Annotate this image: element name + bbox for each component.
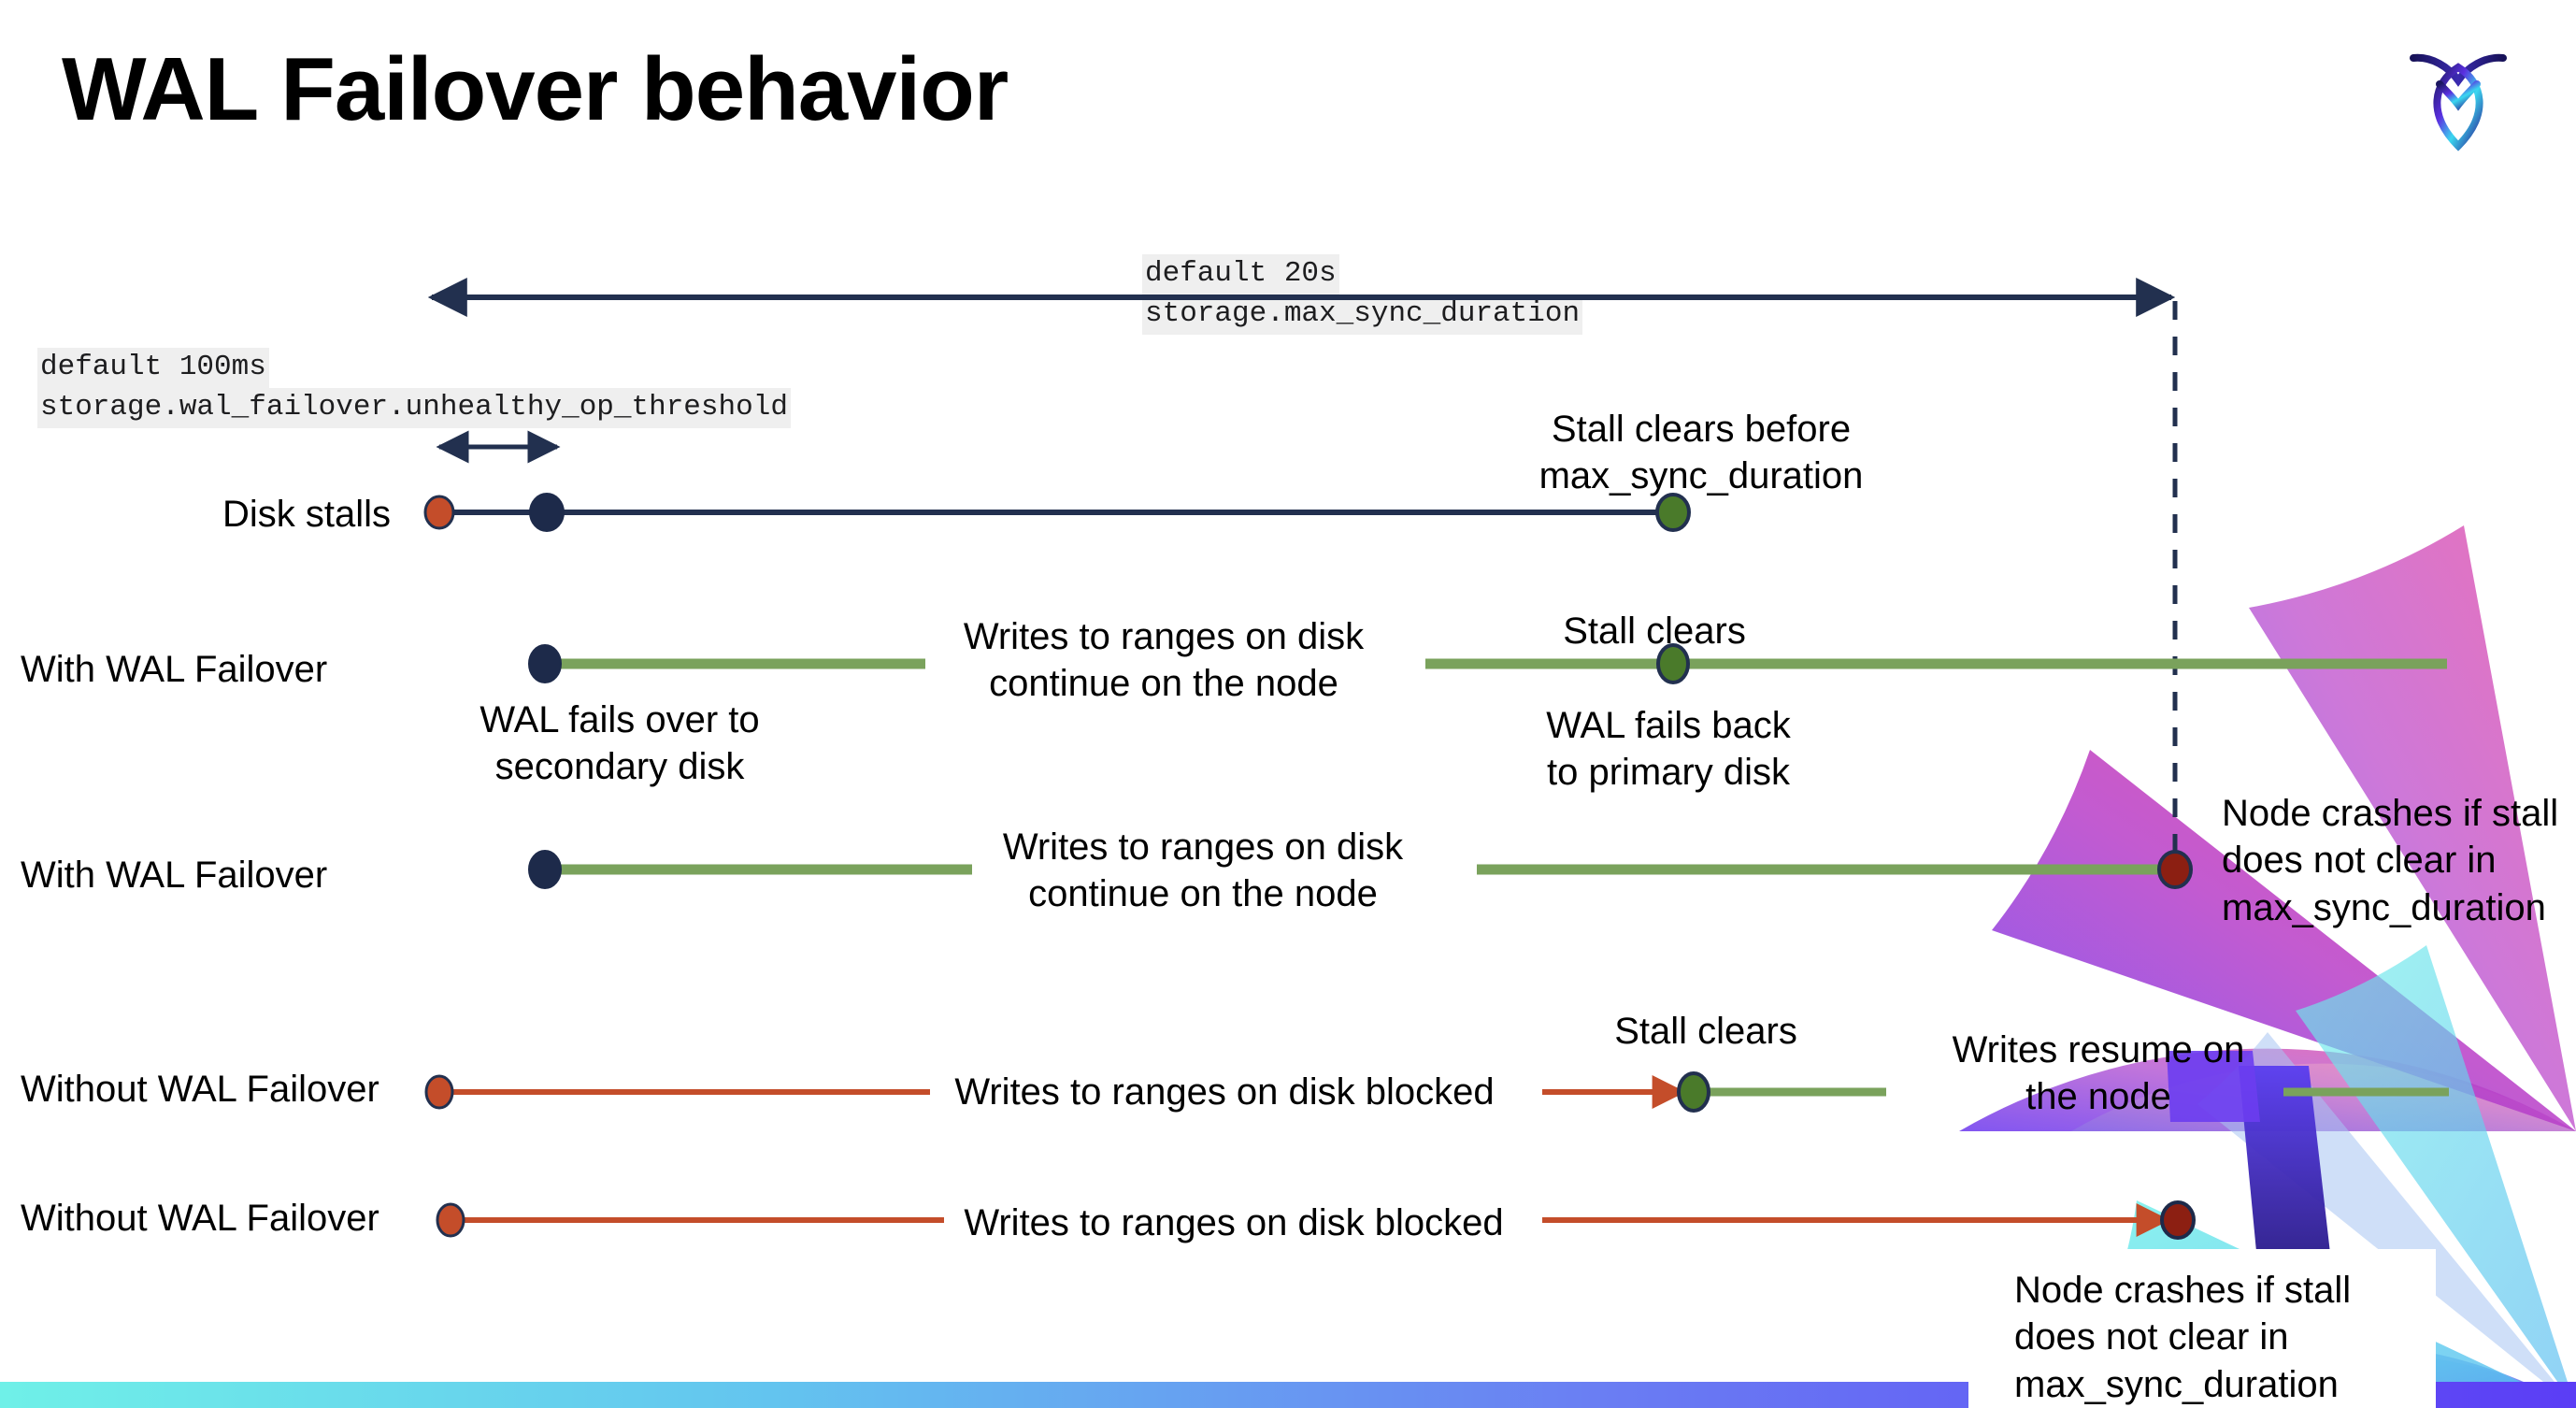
- row-label-with-wal-failover-1: With WAL Failover: [21, 649, 328, 690]
- annotation-writes-resume-on-node: Writes resume on the node: [1952, 1029, 2245, 1118]
- marker-threshold-reached: [529, 493, 565, 532]
- row-with-wal-failover-1-track: [528, 643, 2447, 684]
- row-label-without-wal-failover-1: Without WAL Failover: [21, 1069, 379, 1110]
- marker-node-crash-1: [2157, 850, 2193, 889]
- marker-writes-blocked-start-1: [424, 1074, 454, 1110]
- marker-wal-failover-start-1: [528, 644, 562, 683]
- annotation-writes-continue-1: Writes to ranges on disk continue on the…: [963, 616, 1365, 705]
- marker-stall-clears-disk: [1655, 493, 1691, 532]
- row-label-with-wal-failover-2: With WAL Failover: [21, 855, 328, 896]
- row-disk-stalls-track: [423, 493, 1691, 532]
- annotation-writes-blocked-2: Writes to ranges on disk blocked: [964, 1202, 1504, 1243]
- marker-wal-failover-start-2: [528, 850, 562, 889]
- unhealthy-op-threshold-setting-label: storage.wal_failover.unhealthy_op_thresh…: [37, 388, 791, 428]
- marker-stall-clears-1: [1656, 643, 1690, 684]
- annotation-stall-clears-before-max-sync: Stall clears before max_sync_duration: [1538, 409, 1864, 497]
- row-without-wal-failover-2-track: [436, 1200, 2196, 1240]
- page-title: WAL Failover behavior: [62, 39, 1009, 139]
- annotation-stall-clears-2: Stall clears: [1614, 1011, 1797, 1052]
- marker-stall-clears-2: [1677, 1071, 1710, 1113]
- annotation-wal-fails-back-to-primary: WAL fails back to primary disk: [1546, 705, 1791, 794]
- annotation-writes-continue-2: Writes to ranges on disk continue on the…: [1002, 826, 1404, 915]
- annotation-stall-clears-1: Stall clears: [1563, 611, 1746, 652]
- unhealthy-op-threshold-default-label: default 100ms: [37, 348, 269, 388]
- marker-writes-blocked-start-2: [436, 1202, 465, 1238]
- row-label-disk-stalls: Disk stalls: [222, 494, 392, 535]
- annotation-writes-blocked-1: Writes to ranges on disk blocked: [954, 1071, 1495, 1113]
- annotation-node-crashes-1: Node crashes if stall does not clear in …: [2222, 793, 2559, 928]
- marker-stall-begin: [423, 495, 455, 530]
- cockroachdb-logo-icon: [2410, 53, 2507, 151]
- node-crash-callout-background: [1968, 1249, 2436, 1408]
- marker-node-crash-2: [2160, 1200, 2196, 1240]
- row-without-wal-failover-1-track: [424, 1071, 2449, 1113]
- row-label-without-wal-failover-2: Without WAL Failover: [21, 1198, 379, 1239]
- annotation-wal-fails-over-to-secondary: WAL fails over to secondary disk: [479, 699, 760, 788]
- annotation-node-crashes-2: Node crashes if stall does not clear in …: [2014, 1270, 2352, 1405]
- row-with-wal-failover-2-track: [528, 850, 2193, 889]
